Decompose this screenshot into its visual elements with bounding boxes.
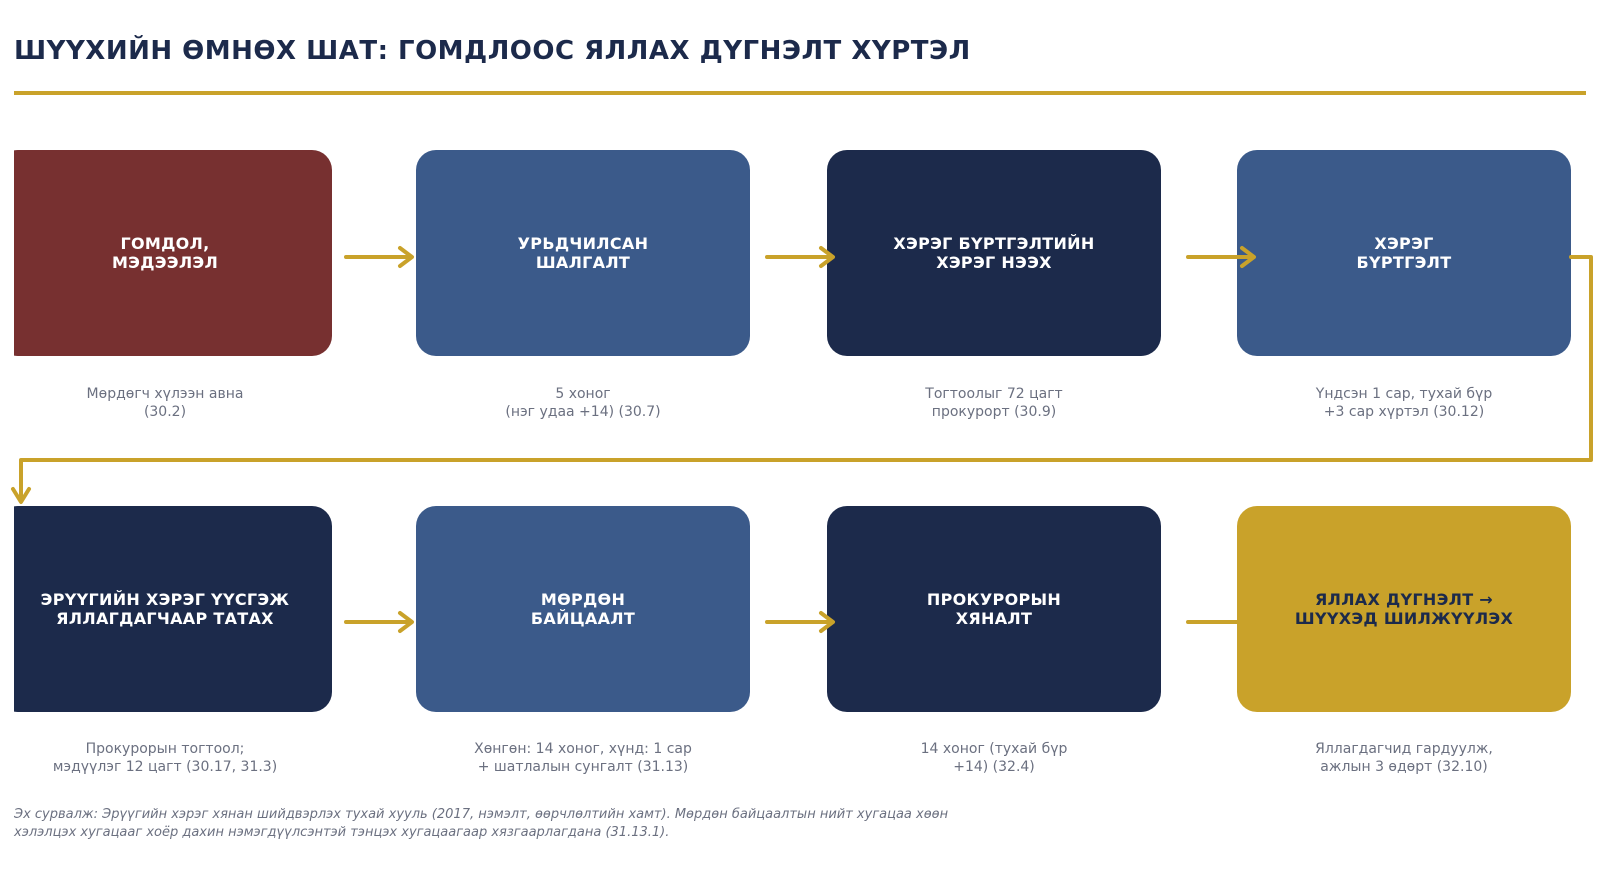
arrow-right-icon xyxy=(344,246,414,268)
step-label: ХЭРЭГ БҮРТГЭЛТИЙН ХЭРЭГ НЭЭХ xyxy=(893,233,1095,272)
source-note: Эх сурвалж: Эрүүгийн хэрэг хянан шийдвэр… xyxy=(14,807,949,840)
arrow-right-icon xyxy=(1186,611,1256,633)
step-box-preliminary-check[interactable]: УРЬДЧИЛСАН ШАЛГАЛТ xyxy=(416,150,750,356)
step-note: Хөнгөн: 14 хоног, хүнд: 1 сар + шатлалын… xyxy=(474,741,692,775)
step-box-investigation[interactable]: МӨРДӨН БАЙЦААЛТ xyxy=(416,506,750,712)
step-note: Яллагдагчид гардуулж, ажлын 3 өдөрт (32.… xyxy=(1315,741,1493,775)
step-label: ГОМДОЛ, МЭДЭЭЛЭЛ xyxy=(111,233,219,272)
step-note: Мөрдөгч хүлээн авна (30.2) xyxy=(86,386,244,420)
page-title: ШҮҮХИЙН ӨМНӨХ ШАТ: ГОМДЛООС ЯЛЛАХ ДҮГНЭЛ… xyxy=(14,36,971,66)
step-label: ЭРҮҮГИЙН ХЭРЭГ ҮҮСГЭЖ ЯЛЛАГДАГЧААР ТАТАХ xyxy=(40,589,290,628)
step-note: Тогтоолыг 72 цагт прокурорт (30.9) xyxy=(925,386,1063,420)
step-box-open-case[interactable]: ХЭРЭГ БҮРТГЭЛТИЙН ХЭРЭГ НЭЭХ xyxy=(827,150,1161,356)
step-box-indictment[interactable]: ЯЛЛАХ ДҮГНЭЛТ → ШҮҮХЭД ШИЛЖҮҮЛЭХ xyxy=(1237,506,1571,712)
step-note: 14 хоног (тухай бүр +14) (32.4) xyxy=(920,741,1068,775)
step-box-case-registration[interactable]: ХЭРЭГ БҮРТГЭЛТ xyxy=(1237,150,1571,356)
flowchart: ГОМДОЛ, МЭДЭЭЛЭЛ Мөрдөгч хүлээн авна (30… xyxy=(14,0,1586,896)
title-divider xyxy=(14,91,1586,95)
step-label: ЯЛЛАХ ДҮГНЭЛТ → ШҮҮХЭД ШИЛЖҮҮЛЭХ xyxy=(1294,589,1514,628)
step-label: МӨРДӨН БАЙЦААЛТ xyxy=(530,589,636,628)
arrow-right-icon xyxy=(1186,246,1256,268)
step-label: УРЬДЧИЛСАН ШАЛГАЛТ xyxy=(517,233,649,272)
arrow-right-icon xyxy=(765,611,835,633)
step-box-charge-defendant[interactable]: ЭРҮҮГИЙН ХЭРЭГ ҮҮСГЭЖ ЯЛЛАГДАГЧААР ТАТАХ xyxy=(14,506,332,712)
wrap-connector-arrow xyxy=(11,255,1593,504)
step-box-complaint[interactable]: ГОМДОЛ, МЭДЭЭЛЭЛ xyxy=(14,150,332,356)
step-note: Үндсэн 1 сар, тухай бүр +3 сар хүртэл (3… xyxy=(1315,386,1493,420)
arrow-right-icon xyxy=(344,611,414,633)
step-box-prosecutor-review[interactable]: ПРОКУРОРЫН ХЯНАЛТ xyxy=(827,506,1161,712)
step-label: ХЭРЭГ БҮРТГЭЛТ xyxy=(1356,233,1452,272)
step-note: 5 хоног (нэг удаа +14) (30.7) xyxy=(505,386,661,420)
arrow-right-icon xyxy=(765,246,835,268)
step-label: ПРОКУРОРЫН ХЯНАЛТ xyxy=(926,589,1062,628)
step-note: Прокурорын тогтоол; мэдүүлэг 12 цагт (30… xyxy=(52,741,278,775)
